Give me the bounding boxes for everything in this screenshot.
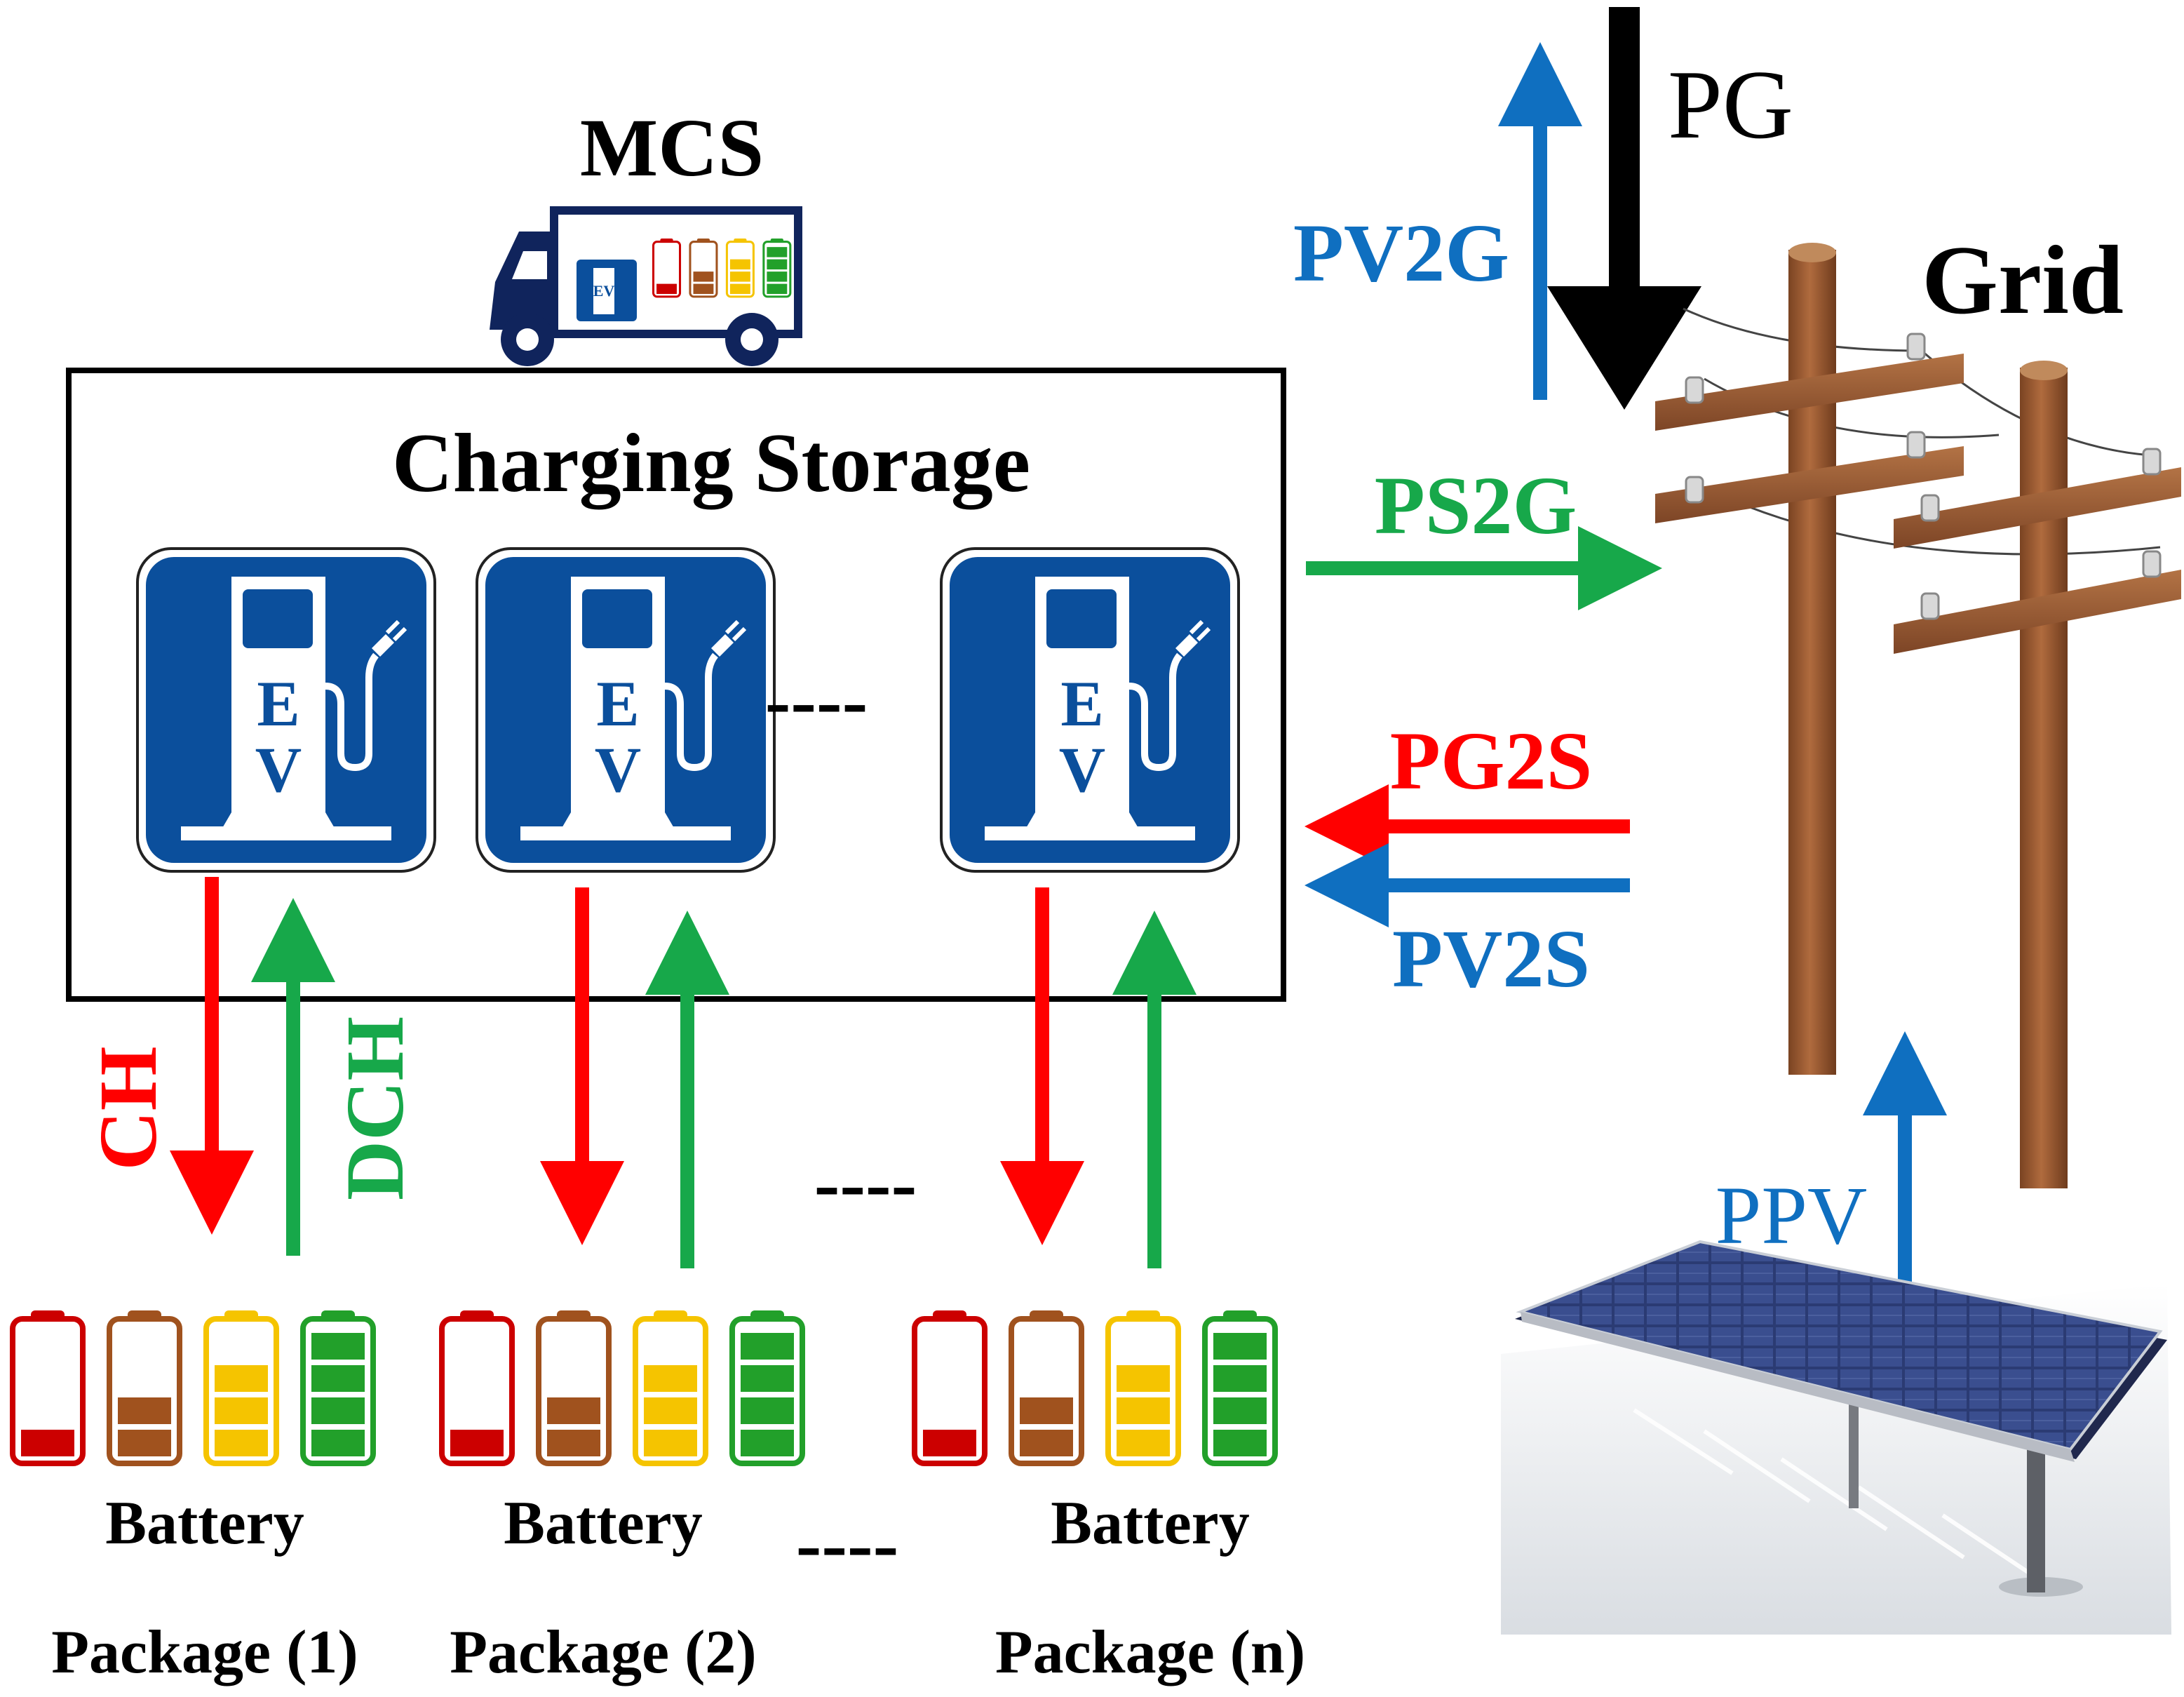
truck-ev-label: EV <box>593 282 615 300</box>
ev-charger-2-letter-v: V <box>595 734 641 805</box>
pv2s-label: PV2S <box>1392 913 1590 1005</box>
package-2-line1: Battery <box>504 1489 702 1557</box>
battery-package-2-icon <box>442 1310 802 1463</box>
mcs-truck-icon: EV <box>490 206 802 366</box>
utility-poles-icon <box>1655 243 2181 1188</box>
ch-dch-arrows <box>170 877 1197 1268</box>
dch-label: DCH <box>329 1017 421 1200</box>
package-2-line2: Package (2) <box>450 1618 756 1686</box>
package-n-line1: Battery <box>1051 1489 1249 1557</box>
pg2s-label: PG2S <box>1390 715 1593 807</box>
package-n-line2: Package (n) <box>995 1618 1305 1686</box>
mcs-label: MCS <box>580 102 764 194</box>
pg-label: PG <box>1668 51 1793 159</box>
ch-label: CH <box>82 1047 174 1171</box>
ev-charger-1-letter-v: V <box>255 734 302 805</box>
battery-package-1-icon <box>13 1310 373 1463</box>
ev-charger-n-letter-e: E <box>1060 668 1103 739</box>
ppv-label: PPV <box>1715 1169 1867 1261</box>
charging-storage-title: Charging Storage <box>392 416 1030 510</box>
ev-charger-n-letter-v: V <box>1059 734 1105 805</box>
solar-carport-icon <box>1501 1240 2171 1635</box>
ev-charger-1: E V <box>137 549 435 871</box>
ev-charger-n: E V <box>941 549 1239 871</box>
ev-charger-2-letter-e: E <box>596 668 639 739</box>
ps2g-label: PS2G <box>1375 460 1577 551</box>
battery-package-n-icon <box>915 1310 1275 1463</box>
package-1-line1: Battery <box>105 1489 304 1557</box>
grid-label: Grid <box>1922 226 2124 335</box>
ev-charger-1-letter-e: E <box>257 668 299 739</box>
ev-charger-2: E V <box>477 549 774 871</box>
chargers-ellipsis: ---- <box>765 658 868 744</box>
package-1-line2: Package (1) <box>51 1618 358 1686</box>
pv2g-label: PV2G <box>1293 207 1509 299</box>
arrows-ellipsis: ---- <box>814 1141 917 1226</box>
batteries-ellipsis: ---- <box>796 1501 899 1587</box>
